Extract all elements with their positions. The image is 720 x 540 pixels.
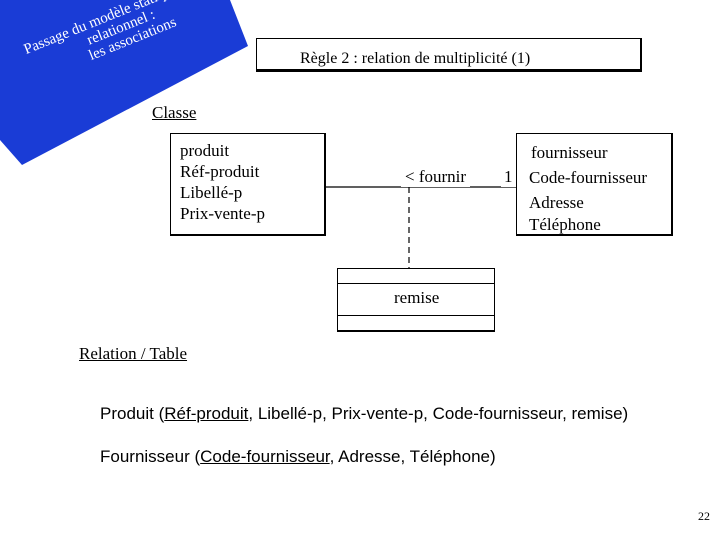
relation-line: Fournisseur (Code-fournisseur, Adresse, … [100,447,496,467]
relation-attributes: , Adresse, Téléphone) [329,447,496,466]
class-fournisseur: fournisseur Code-fournisseur Adresse Tél… [516,133,673,236]
multiplicity-label: 1 [501,167,516,187]
title-box [256,38,642,72]
separator [338,283,494,284]
primary-key: Réf-produit [164,404,249,423]
relation-attributes: , Libellé-p, Prix-vente-p, Code-fourniss… [248,404,629,423]
page-title: Règle 2 : relation de multiplicité (1) [300,50,531,67]
relation-name: Fournisseur [100,447,190,466]
class-name: produit [180,141,230,160]
class-attribute: Prix-vente-p [180,204,265,223]
relation-line: Produit (Réf-produit, Libellé-p, Prix-ve… [100,404,628,424]
class-attribute: Libellé-p [180,183,243,202]
association-class-remise [337,268,495,332]
relation-name: Produit [100,404,154,423]
relation-open: ( [153,404,165,423]
class-attribute: Code-fournisseur [529,168,648,187]
relation-section-label: Relation / Table [79,344,188,363]
banner-background [0,0,248,165]
association-class-name: remise [394,288,440,307]
class-attribute: Adresse [529,193,584,212]
class-attribute: Téléphone [529,215,601,234]
class-name: fournisseur [531,143,608,162]
class-produit: produit Réf-produit Libellé-p Prix-vente… [170,133,326,236]
primary-key: Code-fournisseur [200,447,330,466]
class-attribute: Réf-produit [180,162,260,181]
association-label: < fournir [401,167,471,187]
class-section-label: Classe [152,103,197,122]
page-number: 22 [698,509,710,523]
separator [338,315,494,316]
relation-open: ( [189,447,201,466]
